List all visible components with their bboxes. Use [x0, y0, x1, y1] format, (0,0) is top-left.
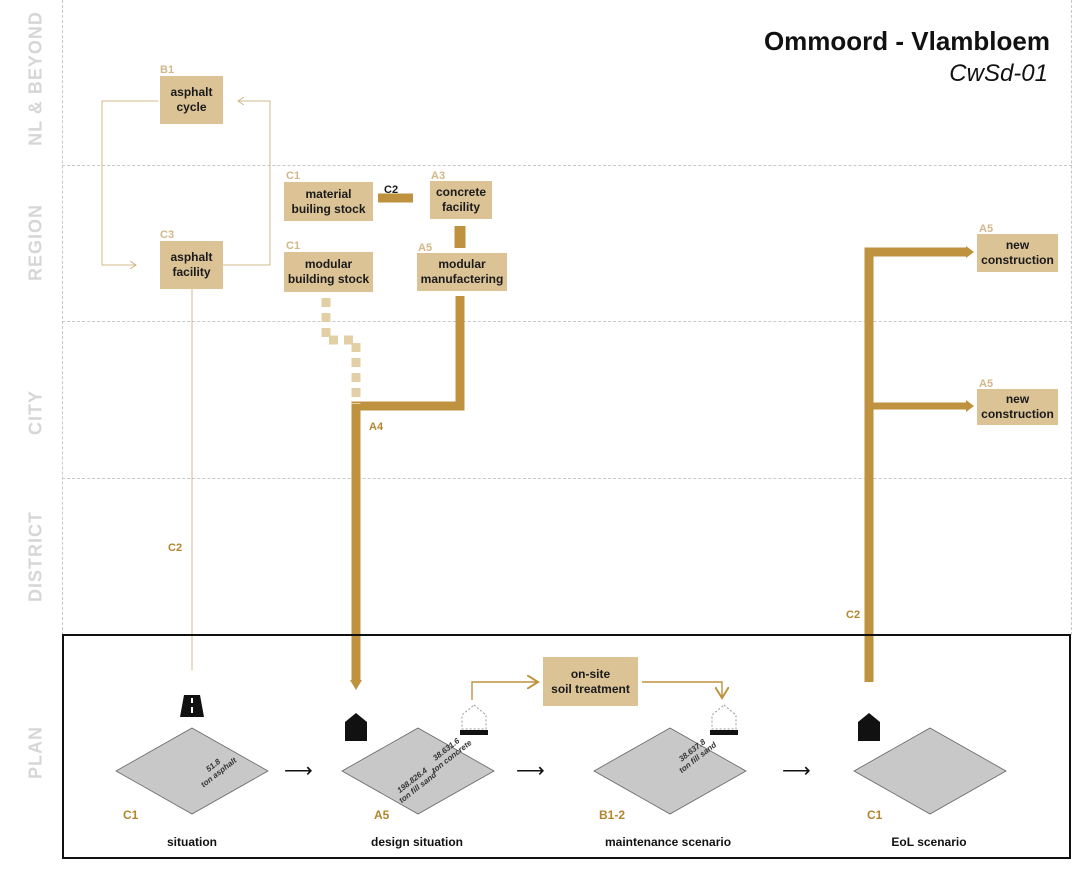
soil-icon — [710, 704, 738, 735]
box-new-construction-1: new construction — [977, 234, 1058, 272]
box-material-stock-label: material builing stock — [291, 186, 366, 216]
scenario-label: design situation — [370, 835, 463, 849]
box-soil-treatment: on-site soil treatment — [543, 657, 638, 706]
house-icon — [345, 713, 367, 741]
flow-label-a4: A4 — [369, 421, 384, 433]
plan-frame — [62, 634, 1071, 859]
soil-icon — [460, 704, 488, 735]
band-divider-left — [62, 0, 63, 635]
scenario-code: C1 — [123, 808, 139, 822]
a4-flow-line — [351, 296, 465, 682]
box-new-construction-1-label: new construction — [981, 238, 1054, 267]
tag-asphalt-facility: C3 — [160, 229, 175, 241]
band-divider — [62, 165, 1072, 166]
flow-label-c2-link: C2 — [384, 184, 399, 196]
box-asphalt-facility: asphalt facility — [160, 241, 223, 289]
box-modular-manuf-label: modular manufactering — [420, 257, 504, 286]
scenario-label: situation — [167, 835, 217, 849]
diagram-title: Ommoord - Vlambloem — [763, 26, 1050, 56]
scenario-diamond-3 — [593, 727, 747, 815]
band-divider — [62, 321, 1072, 322]
tag-concrete-facility: A3 — [431, 170, 446, 182]
tag-modular-manuf: A5 — [418, 242, 433, 254]
flow-label-c2-asphalt: C2 — [168, 542, 183, 554]
diagram-subtitle: CwSd-01 — [949, 60, 1048, 87]
scenario-code: C1 — [867, 808, 883, 822]
flow-label-c2-eol: C2 — [846, 609, 861, 621]
box-concrete-facility-label: concrete facility — [435, 185, 487, 214]
eol-flow-line — [864, 247, 968, 682]
tag-modular-stock: C1 — [286, 240, 301, 252]
scenario-diamond-2 — [341, 727, 495, 815]
band-divider-right — [1071, 0, 1072, 635]
scenario-label: maintenance scenario — [604, 835, 732, 849]
arrow-right-icon: ⟶ — [284, 760, 313, 782]
modular-stock-dashed — [321, 298, 361, 404]
soil-out-arrow — [642, 681, 722, 698]
box-material-stock: material builing stock — [284, 182, 373, 221]
arrow-right-icon: ⟶ — [516, 760, 545, 782]
box-asphalt-cycle: asphalt cycle — [160, 76, 223, 124]
scenario-diamond-1 — [115, 727, 269, 815]
tag-new-construction-1: A5 — [979, 223, 994, 235]
flow-lines — [101, 0, 974, 700]
tag-new-construction-2: A5 — [979, 378, 994, 390]
box-asphalt-facility-label: asphalt facility — [170, 250, 213, 279]
house-icon — [858, 713, 880, 741]
soil-in-arrow — [471, 682, 538, 700]
asphalt-loop-left — [101, 100, 158, 265]
box-modular-stock-label: modular building stock — [287, 257, 370, 286]
box-new-construction-2-label: new construction — [981, 392, 1054, 421]
tag-material-stock: C1 — [286, 170, 301, 182]
a4-flow-head — [350, 680, 362, 690]
scenario-diamond-4 — [853, 727, 1007, 815]
asphalt-loop-right — [223, 101, 271, 266]
box-soil-treatment-label: on-site soil treatment — [551, 666, 630, 696]
road-icon — [180, 695, 204, 717]
scenario-code: B1-2 — [599, 808, 626, 822]
tag-asphalt-cycle: B1 — [160, 64, 175, 76]
box-modular-stock: modular building stock — [284, 252, 373, 292]
eol-flow-head-2 — [966, 400, 974, 412]
scenario-code: A5 — [374, 808, 390, 822]
box-modular-manuf: modular manufactering — [417, 253, 507, 291]
scenario-label: EoL scenario — [891, 835, 967, 849]
box-concrete-facility: concrete facility — [430, 181, 492, 219]
arrow-right-icon: ⟶ — [782, 760, 811, 782]
box-new-construction-2: new construction — [977, 389, 1058, 425]
box-asphalt-cycle-label: asphalt cycle — [170, 85, 213, 114]
eol-flow-head-1 — [966, 246, 974, 258]
band-divider — [62, 478, 1072, 479]
